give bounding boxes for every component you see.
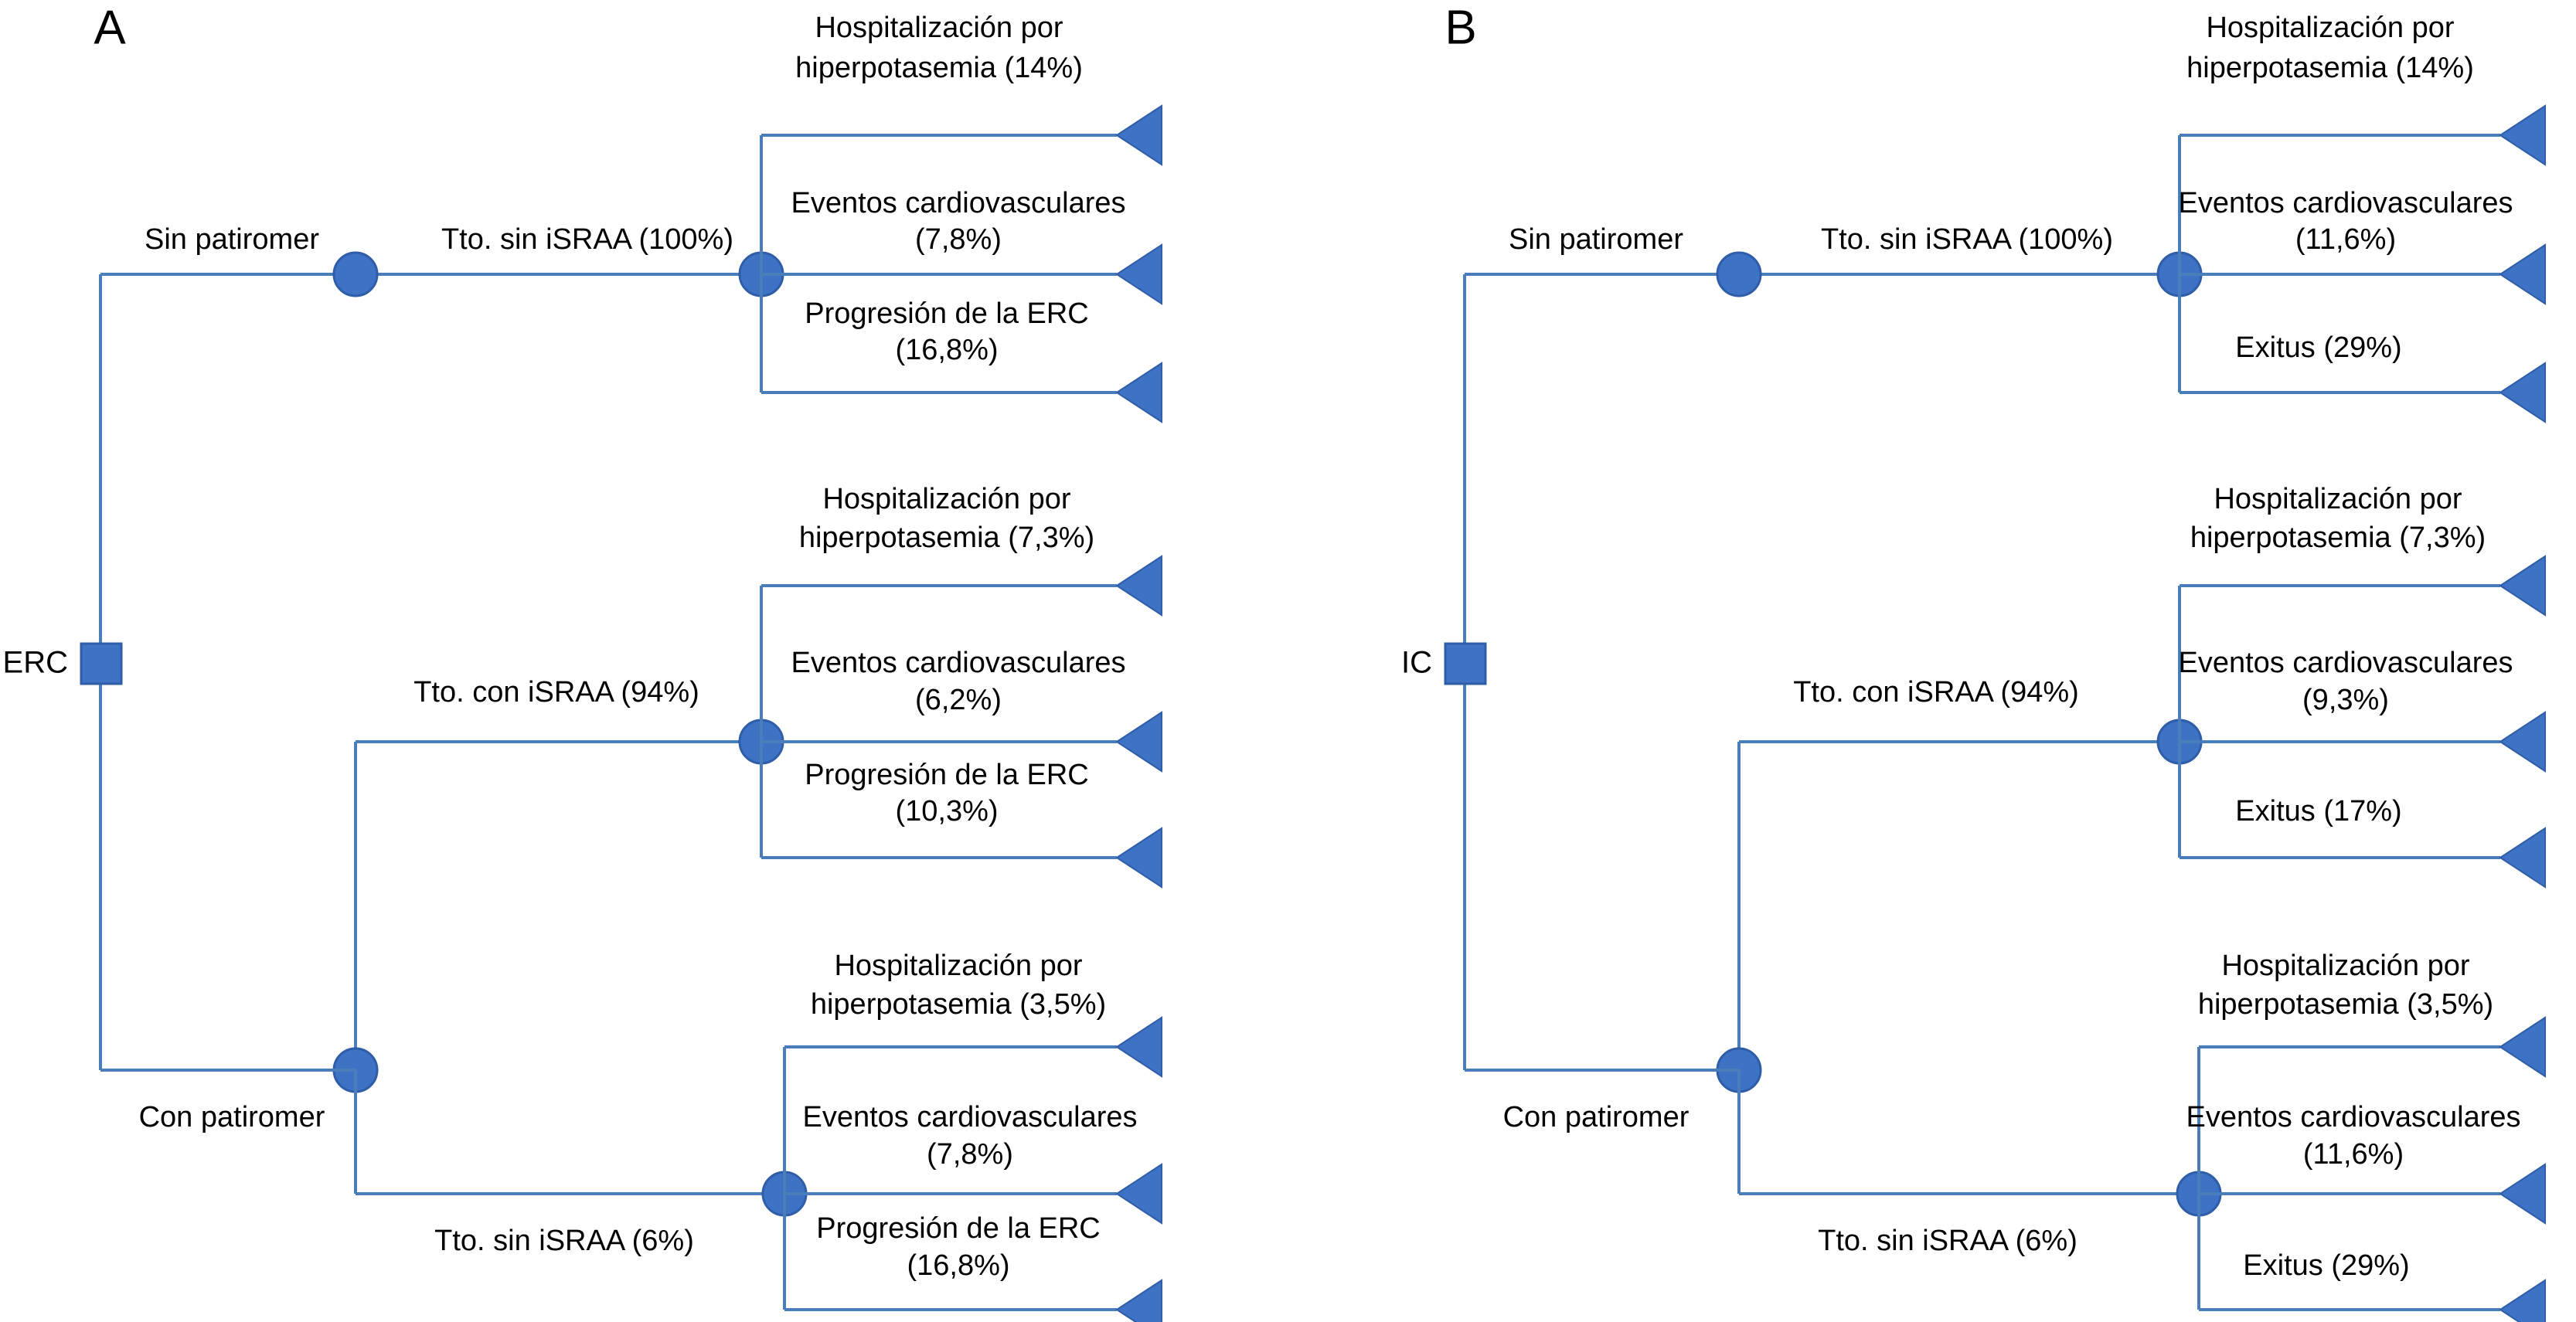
panel-a-b1-o1-line2: hiperpotasemia (14%) xyxy=(795,52,1083,84)
panel-a-b1-o2-line1: Eventos cardiovasculares xyxy=(791,187,1126,219)
panel-b-b1-o1-arrow-icon xyxy=(2499,105,2546,165)
panel-b-b3-o3-line1: Exitus (29%) xyxy=(2243,1249,2409,1282)
panel-b-b3-o2-arrow-icon xyxy=(2499,1164,2546,1224)
panel-a-b3-o1-line1: Hospitalización por xyxy=(834,950,1082,982)
panel-a-b2-o1-line2: hiperpotasemia (7,3%) xyxy=(799,522,1094,554)
panel-b-b3-o1-line2: hiperpotasemia (3,5%) xyxy=(2198,988,2493,1021)
panel-a-b2-o2-line1: Eventos cardiovasculares xyxy=(791,647,1126,679)
panel-b-b2-o1-arrow-icon xyxy=(2499,556,2546,616)
panel-a-b1-o2-line2: (7,8%) xyxy=(915,223,1002,256)
panel-b-b3-o2-line1: Eventos cardiovasculares xyxy=(2186,1101,2521,1133)
panel-b-b1-o3-line1: Exitus (29%) xyxy=(2235,331,2401,364)
panel-a-branch1-chance-node[interactable] xyxy=(332,251,379,297)
panel-b-branch1-label: Sin patiromer xyxy=(1509,223,1683,256)
panel-a: A ERC Sin patiromer Tto. sin iSRAA (100%… xyxy=(3,1,1162,1322)
panel-a-b2-o3-line2: (10,3%) xyxy=(895,795,998,828)
panel-b-root-node[interactable] xyxy=(1444,642,1487,685)
panel-b-b1-o3-arrow-icon xyxy=(2499,362,2546,423)
panel-b-b2-o1-line1: Hospitalización por xyxy=(2214,483,2462,515)
panel-b-b2-o2-arrow-icon xyxy=(2499,712,2546,772)
panel-b-b2-o3-line1: Exitus (17%) xyxy=(2235,795,2401,828)
panel-a-b3-o3-arrow-icon xyxy=(1116,1280,1162,1322)
panel-b-b2-o3-arrow-icon xyxy=(2499,828,2546,888)
panel-a-b3-o1-arrow-icon xyxy=(1116,1017,1162,1077)
panel-b-b1-o1-line1: Hospitalización por xyxy=(2206,12,2454,44)
panel-a-b3-o3-line2: (16,8%) xyxy=(907,1249,1009,1282)
panel-a-b2-o2-line2: (6,2%) xyxy=(915,684,1002,716)
panel-b-branch1-treatment-label: Tto. sin iSRAA (100%) xyxy=(1821,223,2113,256)
panel-b-b3-o1-arrow-icon xyxy=(2499,1017,2546,1077)
panel-a-b3-o2-arrow-icon xyxy=(1116,1164,1162,1224)
panel-a-b3-o2-line2: (7,8%) xyxy=(927,1138,1013,1171)
panel-a-root-node[interactable] xyxy=(80,642,123,685)
panel-a-branch1-label: Sin patiromer xyxy=(145,223,319,256)
panel-b-b1-o1-line2: hiperpotasemia (14%) xyxy=(2186,52,2474,84)
panel-b-branch3-treatment-label: Tto. sin iSRAA (6%) xyxy=(1818,1225,2077,1257)
panel-a-branch1-treatment-label: Tto. sin iSRAA (100%) xyxy=(441,223,733,256)
panel-a-b1-o3-line2: (16,8%) xyxy=(895,334,998,366)
panel-a-b3-o3-line1: Progresión de la ERC xyxy=(816,1212,1101,1245)
panel-a-branch3-label: Con patiromer xyxy=(139,1101,325,1133)
panel-a-b2-o3-line1: Progresión de la ERC xyxy=(805,759,1089,791)
panel-a-b1-o3-arrow-icon xyxy=(1116,362,1162,423)
panel-b-root-label: IC xyxy=(1401,646,1432,680)
panel-a-b1-o1-line1: Hospitalización por xyxy=(815,12,1063,44)
panel-a-b2-o3-arrow-icon xyxy=(1116,828,1162,888)
panel-b-branch2-treatment-label: Tto. con iSRAA (94%) xyxy=(1793,676,2079,709)
panel-b-b3-o1-line1: Hospitalización por xyxy=(2221,950,2469,982)
panel-b-branch3-label: Con patiromer xyxy=(1503,1101,1690,1133)
panel-a-b1-o3-line1: Progresión de la ERC xyxy=(805,297,1089,330)
panel-b-b2-o2-line1: Eventos cardiovasculares xyxy=(2179,647,2513,679)
panel-b-b2-o2-line2: (9,3%) xyxy=(2302,684,2389,716)
panel-b-branch1-chance-node[interactable] xyxy=(1716,251,1762,297)
panel-b-b3-o2-line2: (11,6%) xyxy=(2303,1138,2404,1171)
panel-a-b3-o2-line1: Eventos cardiovasculares xyxy=(803,1101,1138,1133)
panel-b-b1-o2-arrow-icon xyxy=(2499,244,2546,304)
panel-b-b3-o3-arrow-icon xyxy=(2499,1280,2546,1322)
panel-a-letter: A xyxy=(94,1,126,54)
panel-a-branch3-treatment-label: Tto. sin iSRAA (6%) xyxy=(434,1225,694,1257)
panel-a-b1-o1-arrow-icon xyxy=(1116,105,1162,165)
panel-a-b3-o1-line2: hiperpotasemia (3,5%) xyxy=(811,988,1106,1021)
panel-a-b2-o2-arrow-icon xyxy=(1116,712,1162,772)
panel-a-b1-o2-arrow-icon xyxy=(1116,244,1162,304)
panel-b-letter: B xyxy=(1445,1,1476,54)
panel-a-b2-o1-arrow-icon xyxy=(1116,556,1162,616)
panel-a-root-label: ERC xyxy=(3,646,68,680)
panel-a-branch2-treatment-label: Tto. con iSRAA (94%) xyxy=(413,676,699,709)
panel-b-b1-o2-line1: Eventos cardiovasculares xyxy=(2179,187,2513,219)
panel-a-b2-o1-line1: Hospitalización por xyxy=(822,483,1070,515)
panel-b-b1-o2-line2: (11,6%) xyxy=(2295,223,2396,256)
panel-b: B IC Sin patiromer Tto. sin iSRAA (100%)… xyxy=(1401,1,2546,1322)
panel-b-b2-o1-line2: hiperpotasemia (7,3%) xyxy=(2190,522,2486,554)
